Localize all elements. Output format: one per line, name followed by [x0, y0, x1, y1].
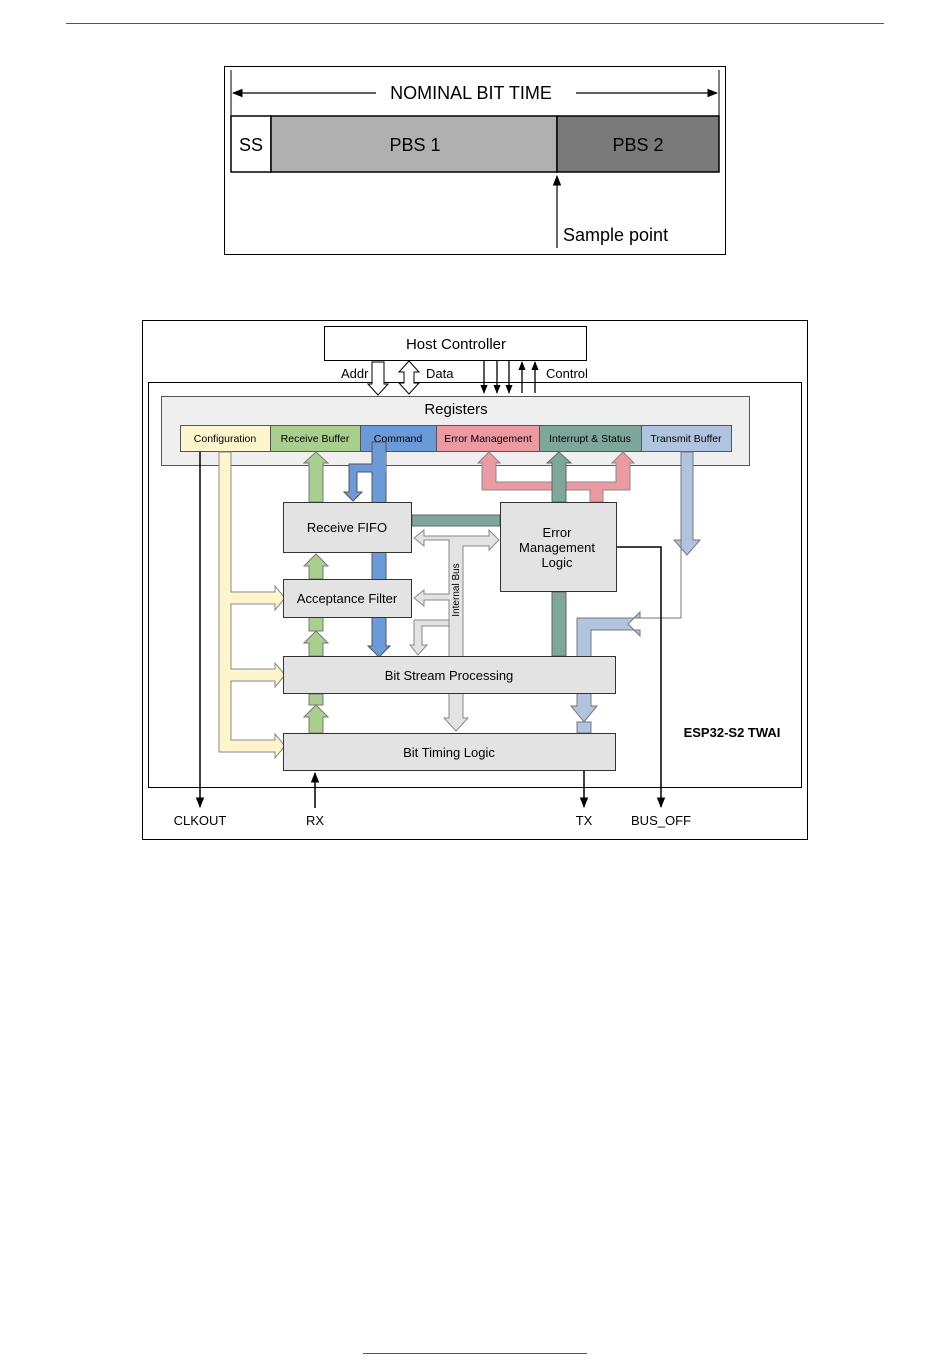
register-transmit-buffer-label: Transmit Buffer	[650, 433, 722, 445]
pin-tx-label: TX	[576, 813, 593, 828]
register-transmit-buffer	[641, 425, 732, 452]
host-controller-label: Host Controller	[406, 336, 506, 353]
bit-stream-processing-block	[283, 656, 616, 694]
pin-bus-off-label: BUS_OFF	[631, 813, 691, 828]
register-receive-buffer-label: Receive Buffer	[281, 433, 350, 445]
segment-ss	[230, 115, 272, 173]
bit-timing-logic-block	[283, 733, 616, 771]
bit-timing-logic-label: Bit Timing Logic	[403, 745, 495, 760]
internal-bus-label: Internal Bus	[451, 563, 462, 616]
register-configuration	[180, 425, 271, 452]
data-label: Data	[426, 366, 454, 381]
receive-path-arrows	[302, 451, 330, 734]
bus-off-line	[617, 546, 666, 809]
segment-pbs1	[270, 115, 558, 173]
twai-block-diagram: Host Controller Addr Data Control Regist…	[142, 320, 808, 840]
register-error-management	[436, 425, 540, 452]
segment-pbs1-label: PBS 1	[389, 135, 440, 155]
interrupt-status-bus	[411, 451, 573, 657]
control-lines	[480, 361, 539, 394]
module-name: ESP32-S2 TWAI	[684, 725, 781, 740]
receive-fifo-label: Receive FIFO	[307, 520, 387, 535]
register-interrupt-status-label: Interrupt & Status	[549, 433, 631, 445]
error-management-logic-block	[500, 502, 617, 592]
pin-rx-label: RX	[306, 813, 324, 828]
transmit-bus-stub	[576, 721, 592, 734]
segment-ss-label: SS	[239, 135, 263, 155]
data-bus-arrow	[397, 360, 421, 395]
addr-bus-arrow	[366, 361, 390, 396]
page-header-rule	[66, 23, 884, 24]
error-management-logic-label-3: Logic	[541, 555, 573, 570]
internal-bus-branch	[408, 619, 450, 656]
error-management-logic-label-2: Management	[519, 540, 595, 555]
error-management-logic-label-1: Error	[543, 525, 573, 540]
transmit-buffer-bus	[569, 451, 702, 723]
internal-bus	[413, 528, 500, 732]
page-footer-rule	[363, 1353, 587, 1354]
bit-time-figure: NOMINAL BIT TIME SS PBS 1 PBS 2 Sample p…	[224, 66, 726, 255]
registers-title: Registers	[424, 401, 487, 418]
pin-clkout-label: CLKOUT	[174, 813, 227, 828]
bit-stream-processing-label: Bit Stream Processing	[385, 668, 514, 683]
receive-fifo-block	[283, 502, 412, 553]
register-configuration-label: Configuration	[194, 433, 257, 445]
sample-point-label: Sample point	[563, 225, 668, 245]
segment-pbs2-label: PBS 2	[612, 135, 663, 155]
segment-pbs2	[556, 115, 720, 173]
host-controller-box	[324, 326, 587, 361]
acceptance-filter-label: Acceptance Filter	[297, 591, 398, 606]
control-label: Control	[546, 366, 588, 381]
bit-time-title: NOMINAL BIT TIME	[390, 83, 552, 103]
addr-label: Addr	[341, 366, 369, 381]
register-error-management-label: Error Management	[444, 433, 532, 445]
acceptance-filter-block	[283, 579, 412, 618]
